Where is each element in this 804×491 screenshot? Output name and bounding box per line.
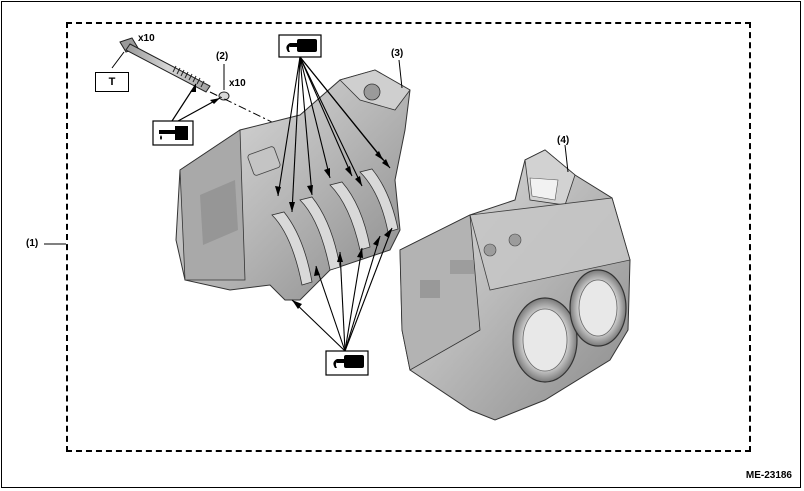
washer-quantity-label: x10 (229, 78, 246, 89)
torque-box: T (95, 72, 129, 92)
left-case-leader-line (398, 59, 403, 89)
torque-leader-line (111, 51, 125, 69)
bolt-axis-line (209, 91, 277, 125)
washer (218, 91, 230, 101)
right-case-callout: (4) (557, 135, 570, 146)
assembly-callout: (1) (26, 238, 39, 249)
left-case-callout: (3) (391, 48, 404, 59)
bottom-gasket-arrows (291, 227, 393, 352)
oil-can-icon (159, 126, 188, 140)
right-case-leader-line (564, 144, 569, 173)
right-crankcase (399, 149, 631, 421)
bolt-quantity-label: x10 (138, 33, 155, 44)
washer-callout: (2) (216, 51, 229, 62)
assembly-boundary (66, 22, 751, 452)
bolt (119, 37, 211, 93)
liquid-gasket-icon (286, 39, 317, 52)
top-gasket-arrows (277, 56, 391, 213)
liquid-gasket-icon (333, 355, 364, 368)
figure-code: ME-23186 (745, 470, 792, 481)
